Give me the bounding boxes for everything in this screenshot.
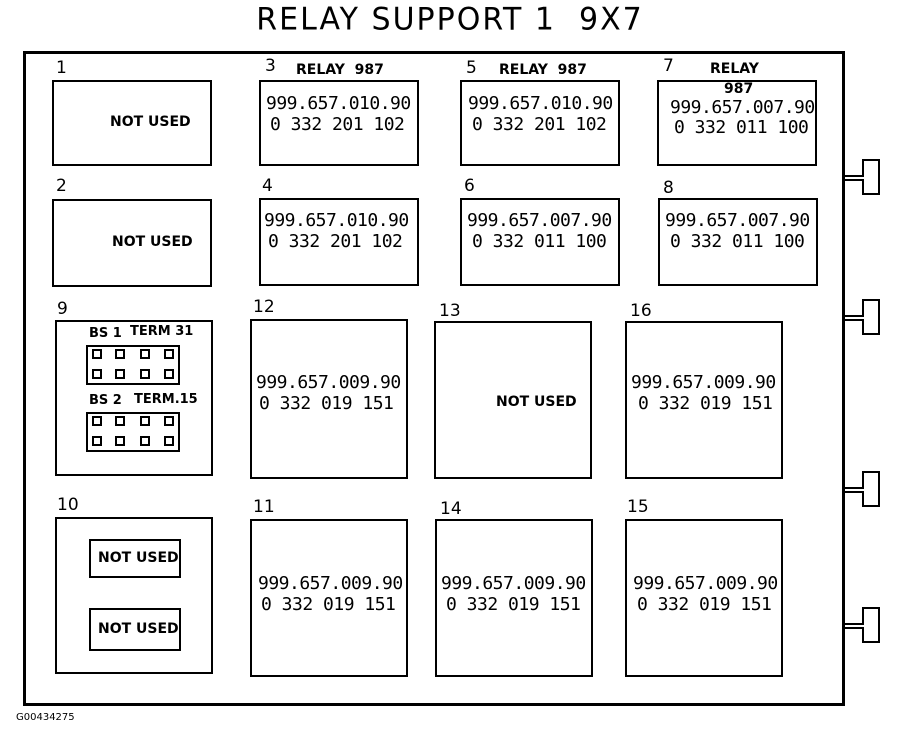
slot-status: NOT USED [112, 234, 193, 250]
connector-pin [140, 369, 150, 379]
connector-pin [92, 349, 102, 359]
mounting-tab [845, 471, 880, 507]
connector-pin [115, 416, 125, 426]
slot-status: NOT USED [98, 621, 179, 637]
bosch-number: 0 332 019 151 [638, 393, 773, 414]
connector-pin [140, 349, 150, 359]
slot-header: RELAY [710, 61, 759, 77]
slot-number: 12 [253, 297, 275, 317]
relay-slot-1 [52, 80, 212, 166]
part-number: 999.657.009.90 [631, 372, 776, 393]
connector-block-2 [86, 412, 180, 452]
slot-header-sub: 987 [724, 81, 754, 97]
slot-header: RELAY 987 [296, 62, 384, 78]
connector-block-1 [86, 345, 180, 385]
slot-status: NOT USED [98, 550, 179, 566]
bosch-number: 0 332 011 100 [472, 231, 607, 252]
slot-number: 1 [56, 58, 67, 78]
not-used-sub-slot [89, 539, 181, 578]
slot-number: 15 [627, 497, 649, 517]
connector-pin [115, 436, 125, 446]
relay-slot-7 [657, 80, 817, 166]
part-number: 999.657.009.90 [441, 573, 586, 594]
bosch-number: 0 332 019 151 [446, 594, 581, 615]
bosch-number: 0 332 011 100 [674, 117, 809, 138]
relay-slot-5 [460, 80, 620, 166]
slot-number: 7 [663, 56, 674, 76]
part-number: 999.657.009.90 [256, 372, 401, 393]
part-number: 999.657.007.90 [467, 210, 612, 231]
relay-slot-10 [55, 517, 213, 674]
part-number: 999.657.007.90 [670, 97, 815, 118]
relay-slot-14 [435, 519, 593, 677]
connector-pin [140, 416, 150, 426]
mounting-tab [845, 159, 880, 195]
terminal-label: TERM 31 [130, 324, 194, 339]
not-used-sub-slot [89, 608, 181, 651]
part-number: 999.657.007.90 [665, 210, 810, 231]
part-number: 999.657.010.90 [266, 93, 411, 114]
relay-slot-13 [434, 321, 592, 479]
part-number: 999.657.010.90 [264, 210, 409, 231]
slot-number: 10 [57, 495, 79, 515]
relay-slot-9 [55, 320, 213, 476]
relay-slot-12 [250, 319, 408, 479]
bosch-number: 0 332 019 151 [637, 594, 772, 615]
part-number: 999.657.010.90 [468, 93, 613, 114]
bosch-number: 0 332 019 151 [259, 393, 394, 414]
connector-pin [164, 416, 174, 426]
bosch-number: 0 332 011 100 [670, 231, 805, 252]
relay-slot-8 [658, 198, 818, 286]
bus-label: BS 1 [89, 326, 122, 341]
bosch-number: 0 332 019 151 [261, 594, 396, 615]
slot-number: 16 [630, 301, 652, 321]
slot-number: 11 [253, 497, 275, 517]
figure-id: G00434275 [16, 712, 75, 723]
relay-slot-6 [460, 198, 620, 286]
relay-slot-15 [625, 519, 783, 677]
slot-number: 8 [663, 178, 674, 198]
slot-status: NOT USED [496, 394, 577, 410]
connector-pin [164, 369, 174, 379]
slot-number: 4 [262, 176, 273, 196]
slot-number: 13 [439, 301, 461, 321]
connector-pin [140, 436, 150, 446]
bus-label: BS 2 [89, 393, 122, 408]
diagram-title: RELAY SUPPORT 1 9X7 [256, 1, 644, 38]
slot-number: 14 [440, 499, 462, 519]
bosch-number: 0 332 201 102 [472, 114, 607, 135]
connector-pin [92, 369, 102, 379]
connector-pin [164, 436, 174, 446]
part-number: 999.657.009.90 [258, 573, 403, 594]
relay-slot-11 [250, 519, 408, 677]
relay-slot-4 [259, 198, 419, 286]
relay-slot-16 [625, 321, 783, 479]
connector-pin [92, 416, 102, 426]
slot-status: NOT USED [110, 114, 191, 130]
terminal-label: TERM.15 [134, 392, 198, 407]
bosch-number: 0 332 201 102 [268, 231, 403, 252]
slot-number: 5 [466, 58, 477, 78]
connector-pin [115, 369, 125, 379]
bosch-number: 0 332 201 102 [270, 114, 405, 135]
slot-number: 2 [56, 176, 67, 196]
connector-pin [164, 349, 174, 359]
relay-slot-3 [259, 80, 419, 166]
part-number: 999.657.009.90 [633, 573, 778, 594]
connector-pin [92, 436, 102, 446]
connector-pin [115, 349, 125, 359]
relay-support-panel [23, 51, 845, 706]
slot-number: 6 [464, 176, 475, 196]
slot-header: RELAY 987 [499, 62, 587, 78]
relay-slot-2 [52, 199, 212, 287]
slot-number: 3 [265, 56, 276, 76]
slot-number: 9 [57, 299, 68, 319]
mounting-tab [845, 607, 880, 643]
mounting-tab [845, 299, 880, 335]
